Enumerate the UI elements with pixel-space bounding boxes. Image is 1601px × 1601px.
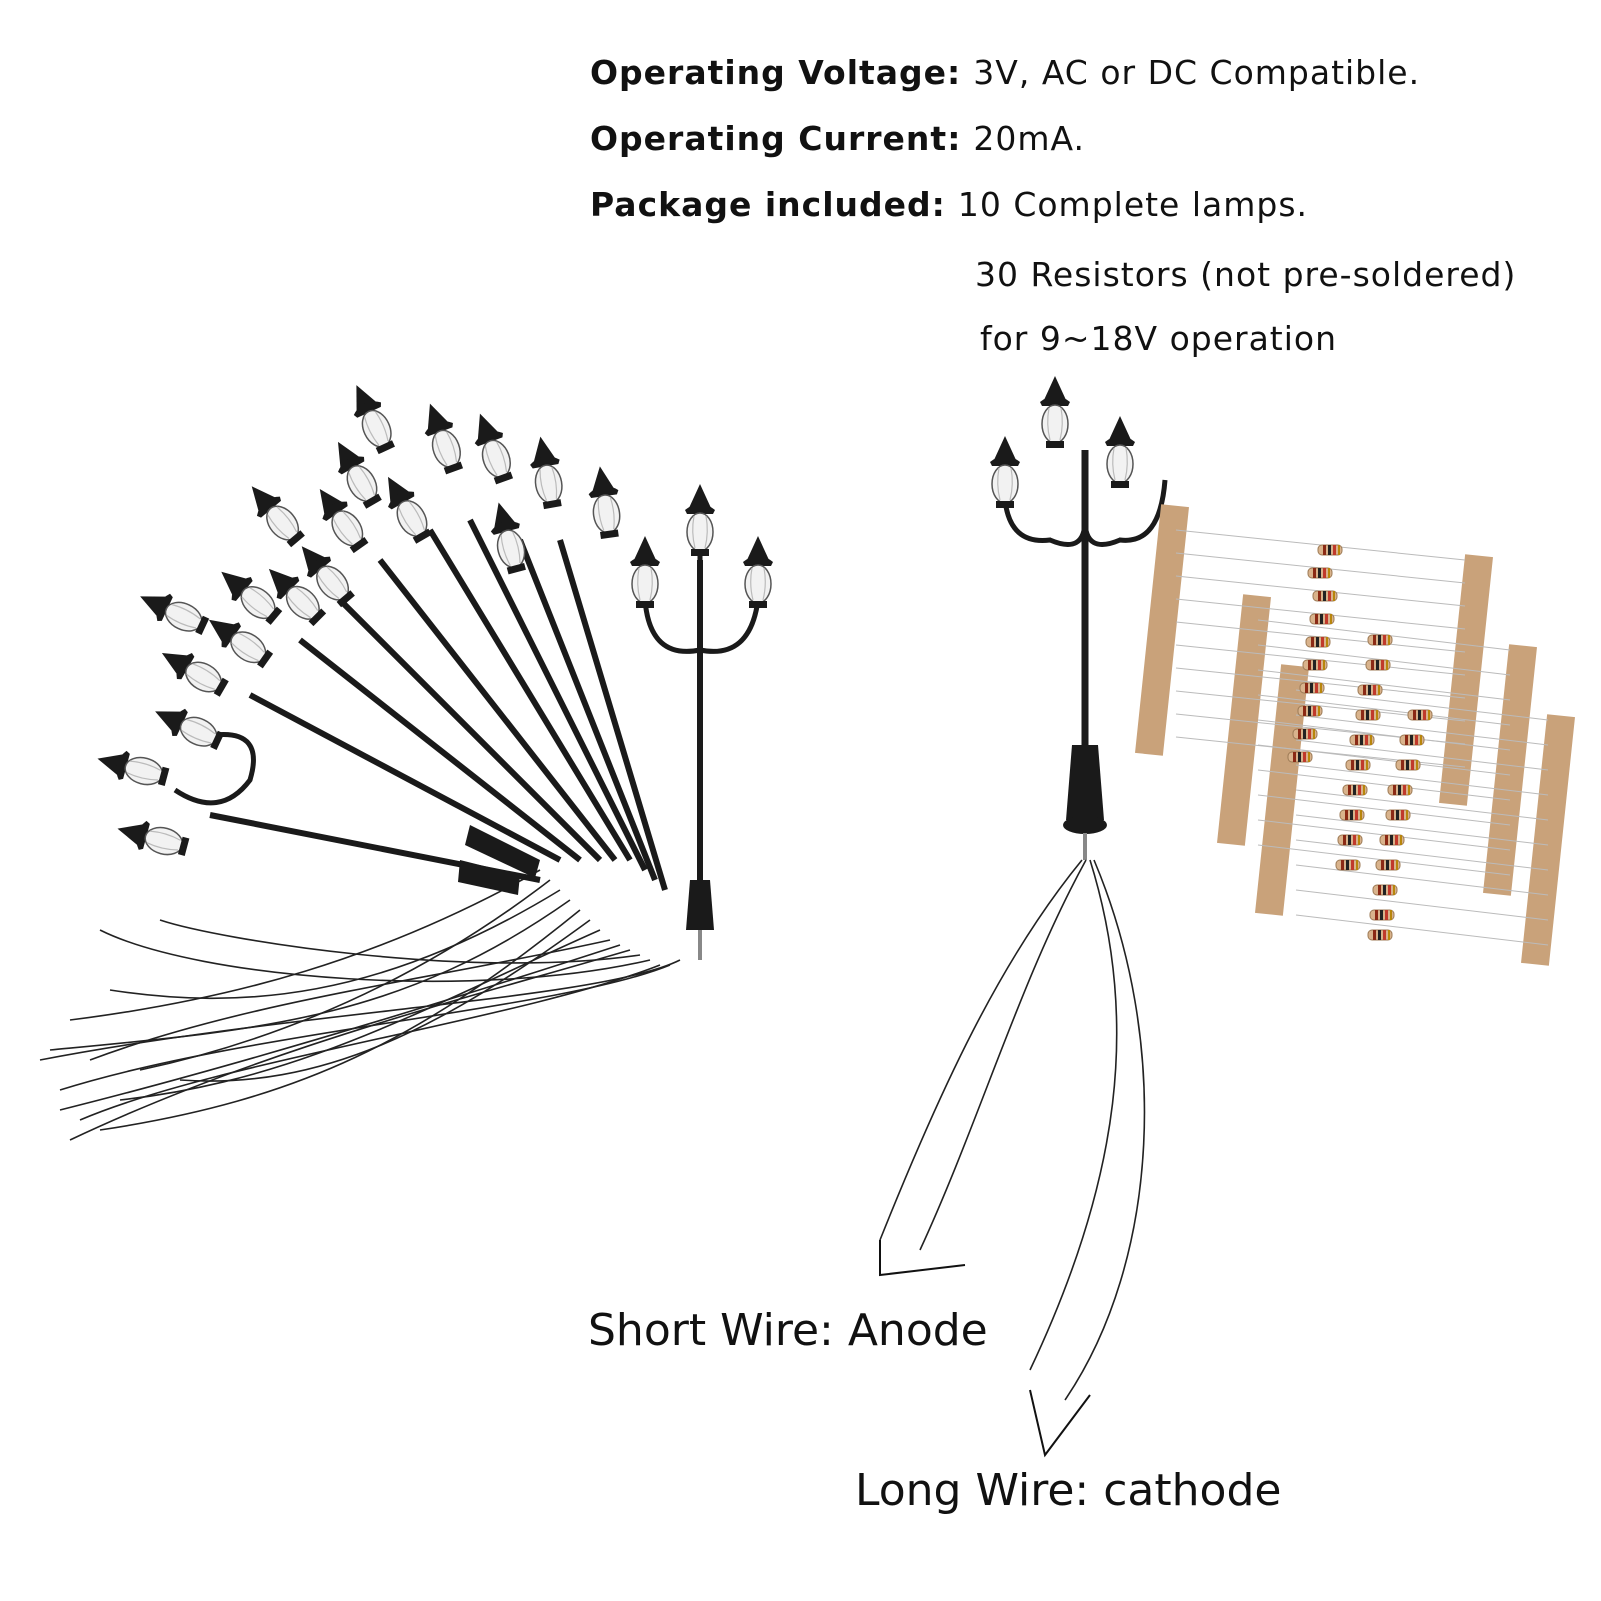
- spec-voltage-value: 3V, AC or DC Compatible.: [973, 53, 1421, 92]
- spec-current-label: Operating Current:: [590, 119, 962, 158]
- spec-package-label: Package included:: [590, 185, 946, 224]
- spec-package: Package included: 10 Complete lamps.: [590, 180, 1580, 246]
- resistor-strips: [1135, 504, 1575, 966]
- spec-package-resistors: 30 Resistors (not pre-soldered): [975, 255, 1517, 294]
- single-lamp-wires: [879, 859, 1146, 1458]
- spec-voltage-label: Operating Voltage:: [590, 53, 962, 92]
- lamp-fan-left: [92, 378, 774, 960]
- long-wire-label: Long Wire: cathode: [855, 1465, 1282, 1516]
- single-lamp: [989, 375, 1168, 860]
- spec-package-operation: for 9~18V operation: [980, 319, 1338, 358]
- short-wire-label: Short Wire: Anode: [588, 1305, 988, 1356]
- spec-current-value: 20mA.: [973, 119, 1086, 158]
- spec-voltage: Operating Voltage: 3V, AC or DC Compatibl…: [590, 48, 1580, 114]
- wire-bundle-left: [39, 869, 681, 1141]
- spec-list: Operating Voltage: 3V, AC or DC Compatibl…: [590, 48, 1580, 246]
- spec-package-value: 10 Complete lamps.: [957, 185, 1309, 224]
- spec-current: Operating Current: 20mA.: [590, 114, 1580, 180]
